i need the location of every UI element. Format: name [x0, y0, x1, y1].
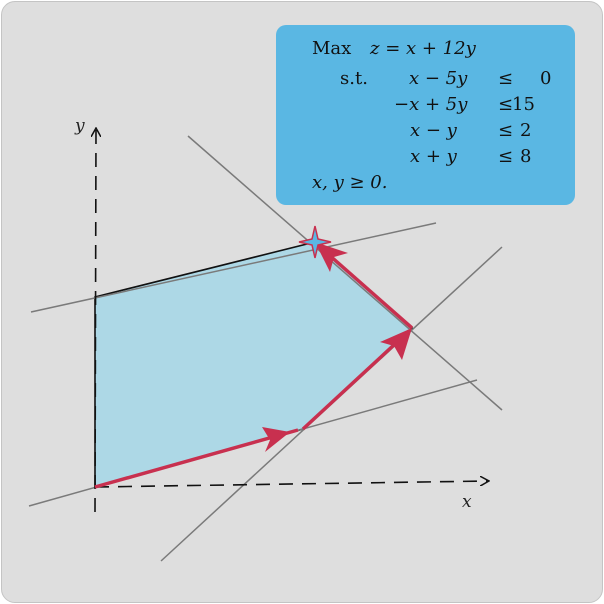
constraint-3-rhs: 2 — [520, 120, 532, 141]
constraint-2-rel: ≤ — [498, 94, 514, 115]
constraint-line-2 — [30, 222, 437, 313]
constraint-3-lhs: x − y — [410, 120, 457, 141]
constraint-4-rel: ≤ — [498, 146, 514, 167]
constraint-1-lhs: x − 5y — [409, 68, 468, 89]
constraint-2-lhs: −x + 5y — [394, 94, 468, 115]
constraint-4-lhs: x + y — [410, 146, 457, 167]
x-axis-label: x — [462, 492, 472, 512]
path-arrowhead-2 — [380, 328, 412, 360]
x-axis — [94, 481, 488, 488]
subject-to-keyword: s.t. — [340, 68, 368, 89]
y-axis-label: y — [75, 116, 85, 136]
objective-function: z = x + 12y — [370, 38, 476, 59]
path-segment-3 — [318, 245, 414, 330]
constraint-4-rhs: 8 — [520, 146, 532, 167]
path-arrowhead-1 — [262, 427, 290, 452]
path-segment-2 — [301, 329, 411, 431]
lp-problem-box: Max z = x + 12y s.t. x − 5y ≤ 0 −x + 5y … — [276, 25, 575, 205]
y-axis — [95, 129, 96, 513]
optimum-star-marker — [298, 225, 332, 259]
constraint-2-rhs: 15 — [512, 94, 535, 115]
simplex-path — [94, 242, 414, 489]
nonnegativity-constraint: x, y ≥ 0. — [312, 172, 388, 193]
constraint-1-rel: ≤ — [498, 68, 514, 89]
path-segment-1 — [94, 428, 299, 489]
feasible-region — [94, 241, 414, 489]
path-arrowhead-3 — [315, 242, 348, 272]
constraint-1-rhs: 0 — [540, 68, 552, 89]
constraint-3-rel: ≤ — [498, 120, 514, 141]
constraint-line-4 — [187, 135, 503, 411]
objective-keyword: Max — [312, 38, 352, 59]
